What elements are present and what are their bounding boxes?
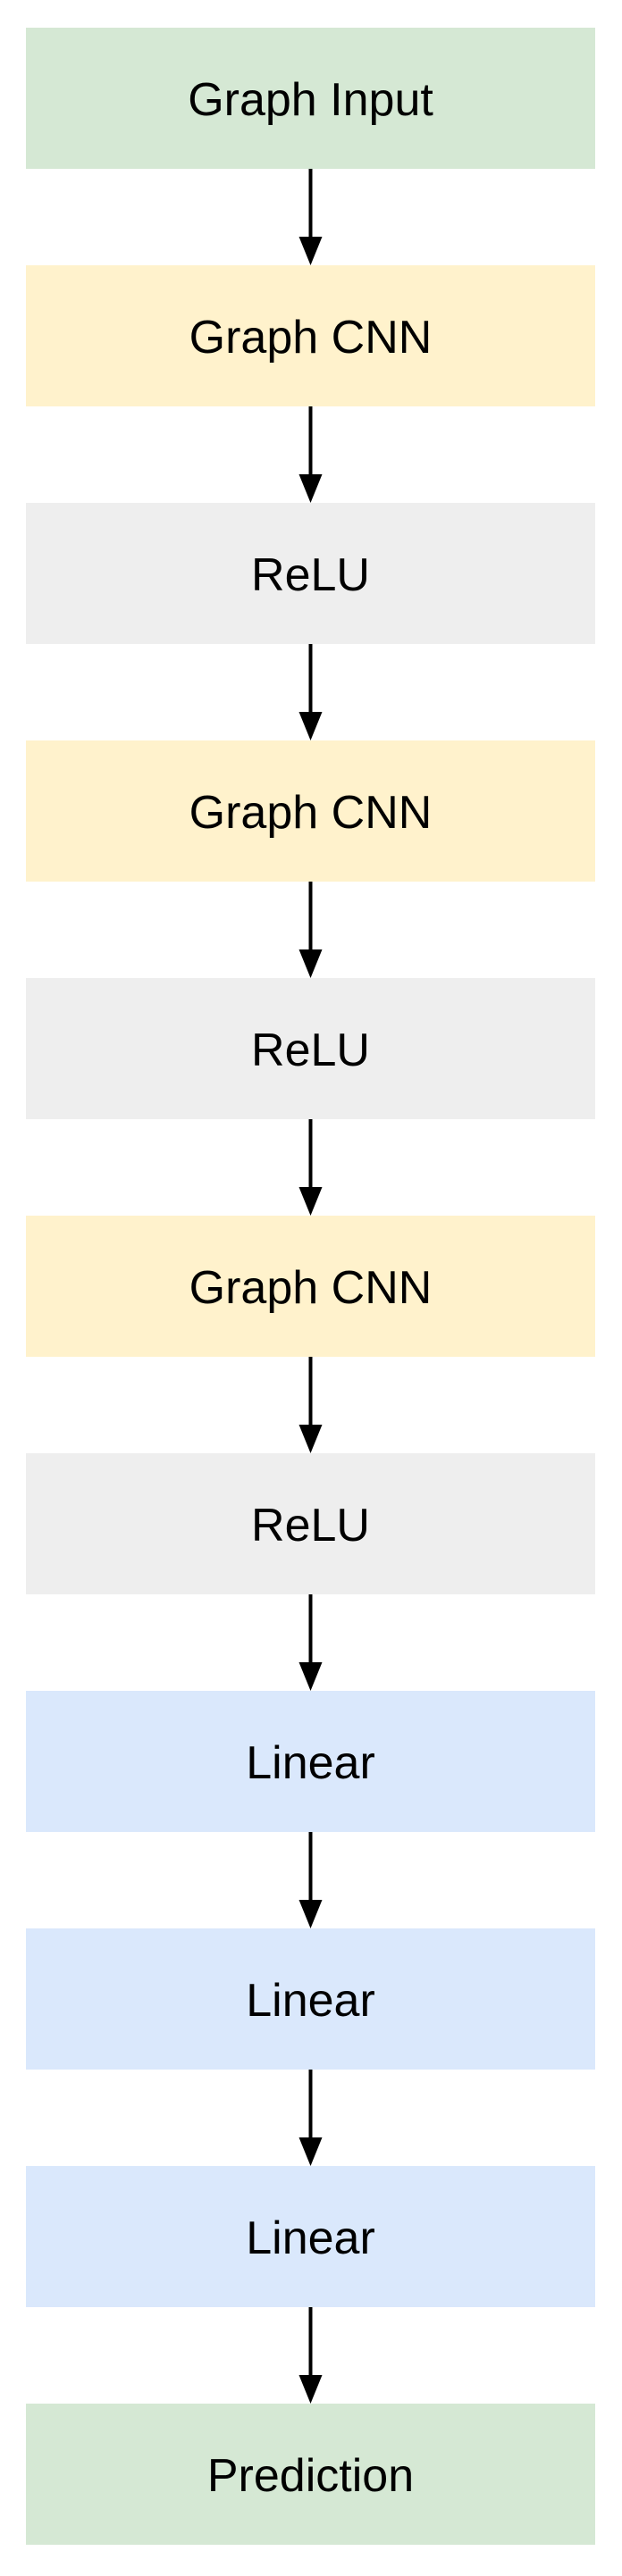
arrow-head bbox=[298, 1662, 323, 1691]
arrow-head bbox=[298, 712, 323, 740]
flow-arrow bbox=[298, 406, 323, 503]
node-label: Linear bbox=[246, 1737, 375, 1789]
node-box bbox=[26, 28, 595, 169]
flow-arrow bbox=[298, 1594, 323, 1691]
node-label: ReLU bbox=[251, 1500, 370, 1551]
node-box bbox=[26, 1216, 595, 1357]
arrow-head bbox=[298, 2137, 323, 2166]
node-label: ReLU bbox=[251, 549, 370, 601]
arrow-head bbox=[298, 1900, 323, 1928]
flow-arrow bbox=[298, 2307, 323, 2404]
graph-cnn-node: Graph CNN bbox=[26, 1216, 595, 1357]
graph-cnn-node: Graph CNN bbox=[26, 740, 595, 882]
linear-node: Linear bbox=[26, 1691, 595, 1832]
flow-arrow bbox=[298, 882, 323, 978]
prediction-node: Prediction bbox=[26, 2404, 595, 2545]
arrow-head bbox=[298, 1187, 323, 1216]
node-box bbox=[26, 1928, 595, 2070]
node-label: Graph CNN bbox=[189, 312, 433, 364]
flow-arrow bbox=[298, 1119, 323, 1216]
relu-node: ReLU bbox=[26, 503, 595, 644]
flow-arrow bbox=[298, 169, 323, 265]
flow-arrow bbox=[298, 644, 323, 740]
arrow-head bbox=[298, 949, 323, 978]
node-label: Prediction bbox=[207, 2450, 414, 2502]
linear-node: Linear bbox=[26, 1928, 595, 2070]
flow-arrow bbox=[298, 1357, 323, 1453]
node-box bbox=[26, 2166, 595, 2307]
relu-node: ReLU bbox=[26, 1453, 595, 1594]
node-label: Graph CNN bbox=[189, 1262, 433, 1314]
flow-arrow bbox=[298, 1832, 323, 1928]
node-box bbox=[26, 740, 595, 882]
linear-node: Linear bbox=[26, 2166, 595, 2307]
flow-arrow bbox=[298, 2070, 323, 2166]
node-box bbox=[26, 2404, 595, 2545]
node-label: ReLU bbox=[251, 1025, 370, 1076]
input-node: Graph Input bbox=[26, 28, 595, 169]
node-box bbox=[26, 1453, 595, 1594]
node-box bbox=[26, 503, 595, 644]
node-box bbox=[26, 978, 595, 1119]
node-label: Graph Input bbox=[188, 74, 433, 126]
edges bbox=[298, 169, 323, 2404]
node-label: Linear bbox=[246, 1975, 375, 2027]
arrow-head bbox=[298, 237, 323, 265]
node-box bbox=[26, 1691, 595, 1832]
arrow-head bbox=[298, 474, 323, 503]
node-box bbox=[26, 265, 595, 406]
node-label: Graph CNN bbox=[189, 787, 433, 839]
graph-cnn-node: Graph CNN bbox=[26, 265, 595, 406]
node-label: Linear bbox=[246, 2212, 375, 2264]
arrow-head bbox=[298, 1425, 323, 1453]
relu-node: ReLU bbox=[26, 978, 595, 1119]
arrow-head bbox=[298, 2375, 323, 2404]
